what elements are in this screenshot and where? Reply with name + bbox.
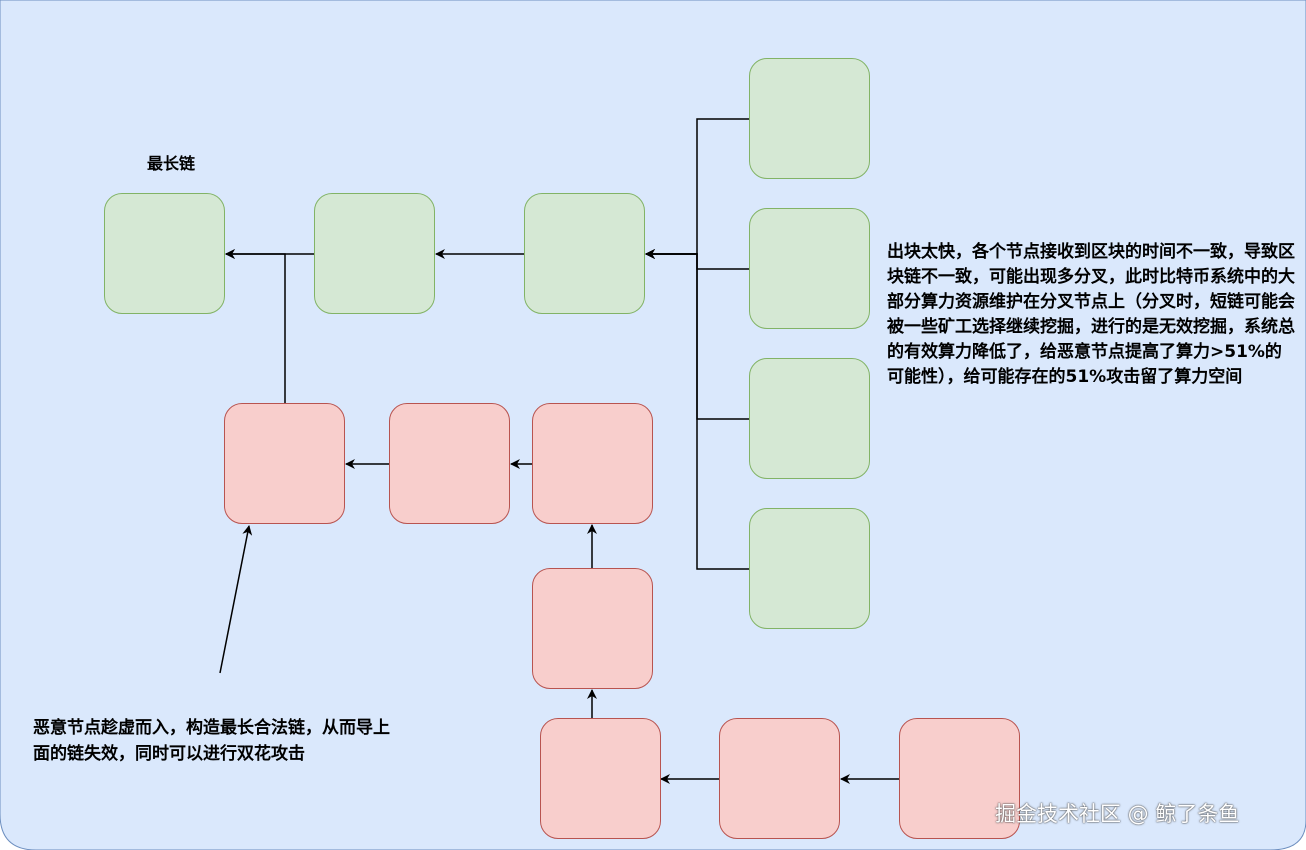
- watermark: 掘金技术社区 @ 鲸了条鱼: [995, 802, 1240, 826]
- block-malicious-4[interactable]: [532, 568, 653, 689]
- block-main-2[interactable]: [314, 193, 435, 314]
- block-main-3[interactable]: [524, 193, 645, 314]
- block-fork-3[interactable]: [749, 358, 870, 479]
- edge-fork-4: [645, 249, 749, 570]
- block-malicious-1[interactable]: [224, 403, 345, 524]
- edge-annotation: [219, 525, 253, 674]
- block-fork-1[interactable]: [749, 58, 870, 179]
- block-malicious-2[interactable]: [389, 403, 510, 524]
- block-fork-4[interactable]: [749, 508, 870, 629]
- block-malicious-3[interactable]: [532, 403, 653, 524]
- edge-r1-g1: [225, 249, 286, 404]
- block-malicious-7[interactable]: [899, 718, 1020, 839]
- block-fork-2[interactable]: [749, 208, 870, 329]
- fork-explanation-text: 出块太快，各个节点接收到区块的时间不一致，导致区块链不一致，可能出现多分叉，此时…: [887, 242, 1295, 387]
- block-malicious-6[interactable]: [719, 718, 840, 839]
- block-malicious-5[interactable]: [540, 718, 661, 839]
- attack-explanation-text: 恶意节点趁虚而入，构造最长合法链，从而导上面的链失效，同时可以进行双花攻击: [33, 718, 390, 764]
- block-main-1[interactable]: [104, 193, 225, 314]
- longest-chain-label: 最长链: [147, 154, 196, 173]
